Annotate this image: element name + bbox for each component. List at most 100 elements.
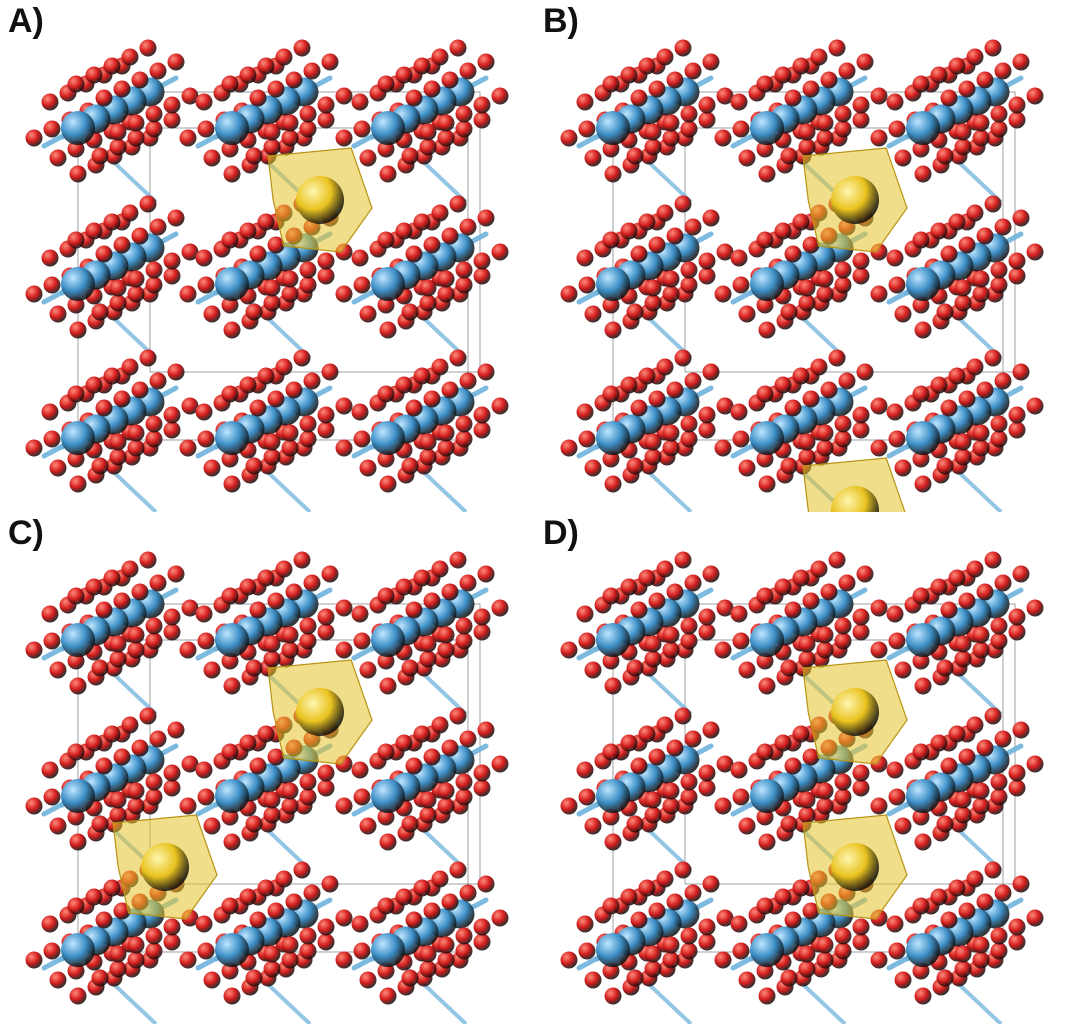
- oxygen-atom: [359, 971, 377, 989]
- oxygen-atom: [401, 303, 419, 321]
- oxygen-atom: [648, 236, 666, 254]
- oxygen-atom: [886, 605, 904, 623]
- oxygen-atom: [602, 75, 620, 93]
- oxygen-atom: [239, 222, 257, 240]
- oxygen-atom: [179, 285, 197, 303]
- oxygen-atom: [437, 797, 455, 815]
- oxygen-atom: [834, 927, 852, 945]
- oxygen-atom: [299, 415, 317, 433]
- oxygen-atom: [714, 951, 732, 969]
- oxygen-atom: [834, 773, 852, 791]
- oxygen-atom: [820, 381, 838, 399]
- oxygen-atom: [419, 960, 437, 978]
- oxygen-atom: [127, 114, 145, 132]
- oxygen-atom: [317, 779, 335, 797]
- oxygen-atom: [249, 89, 267, 107]
- oxygen-atom: [223, 987, 241, 1005]
- oxygen-atom: [179, 129, 197, 147]
- oxygen-atom: [335, 797, 353, 815]
- oxygen-atom: [784, 757, 802, 775]
- oxygen-atom: [638, 725, 656, 743]
- oxygen-atom: [91, 457, 109, 475]
- oxygen-atom: [195, 93, 213, 111]
- metal-atom: [61, 267, 95, 301]
- oxygen-atom: [578, 276, 596, 294]
- oxygen-atom: [954, 138, 972, 156]
- oxygen-atom: [758, 677, 776, 695]
- oxygen-atom: [419, 123, 437, 141]
- oxygen-atom: [680, 788, 698, 806]
- oxygen-atom: [644, 945, 662, 963]
- oxygen-atom: [49, 149, 67, 167]
- oxygen-atom: [145, 120, 163, 138]
- oxygen-atom: [620, 376, 638, 394]
- oxygen-atom: [810, 48, 828, 66]
- oxygen-atom: [994, 372, 1012, 390]
- oxygen-atom: [379, 321, 397, 339]
- oxygen-atom: [127, 285, 145, 303]
- metal-atom: [61, 933, 95, 967]
- oxygen-atom: [163, 608, 181, 626]
- oxygen-atom: [203, 459, 221, 477]
- oxygen-atom: [113, 902, 131, 920]
- oxygen-atom: [990, 927, 1008, 945]
- oxygen-atom: [990, 632, 1008, 650]
- oxygen-atom: [994, 730, 1012, 748]
- oxygen-atom: [828, 39, 846, 57]
- oxygen-atom: [662, 626, 680, 644]
- oxygen-atom: [179, 439, 197, 457]
- oxygen-atom: [894, 817, 912, 835]
- oxygen-atom: [638, 57, 656, 75]
- oxygen-atom: [1008, 608, 1026, 626]
- oxygen-atom: [317, 421, 335, 439]
- oxygen-atom: [131, 583, 149, 601]
- oxygen-atom: [285, 381, 303, 399]
- oxygen-atom: [930, 888, 948, 906]
- oxygen-atom: [958, 902, 976, 920]
- oxygen-atom: [423, 236, 441, 254]
- oxygen-atom: [648, 80, 666, 98]
- oxygen-atom: [716, 755, 734, 773]
- oxygen-atom: [149, 574, 167, 592]
- oxygen-atom: [67, 75, 85, 93]
- oxygen-atom: [662, 129, 680, 147]
- oxygen-atom: [275, 870, 293, 888]
- oxygen-atom: [491, 243, 509, 261]
- oxygen-atom: [69, 677, 87, 695]
- oxygen-atom: [473, 406, 491, 424]
- oxygen-atom: [455, 617, 473, 635]
- oxygen-atom: [441, 381, 459, 399]
- oxygen-atom: [680, 105, 698, 123]
- oxygen-atom: [626, 659, 644, 677]
- oxygen-atom: [477, 209, 495, 227]
- oxygen-atom: [856, 565, 874, 583]
- oxygen-atom: [49, 661, 67, 679]
- oxygen-atom: [109, 960, 127, 978]
- oxygen-atom: [886, 93, 904, 111]
- oxygen-atom: [275, 358, 293, 376]
- oxygen-atom: [584, 459, 602, 477]
- oxygen-atom: [644, 448, 662, 466]
- oxygen-atom: [249, 601, 267, 619]
- oxygen-atom: [816, 951, 834, 969]
- metal-atom: [371, 267, 405, 301]
- oxygen-atom: [990, 942, 1008, 960]
- metal-atom: [371, 933, 405, 967]
- oxygen-atom: [423, 748, 441, 766]
- oxygen-atom: [630, 89, 648, 107]
- oxygen-atom: [656, 560, 674, 578]
- oxygen-atom: [353, 276, 371, 294]
- oxygen-atom: [638, 569, 656, 587]
- oxygen-atom: [656, 358, 674, 376]
- oxygen-atom: [774, 222, 792, 240]
- oxygen-atom: [113, 748, 131, 766]
- oxygen-atom: [49, 817, 67, 835]
- oxygen-atom: [852, 779, 870, 797]
- dopant-sites: [802, 147, 908, 512]
- oxygen-atom: [245, 457, 263, 475]
- oxygen-atom: [239, 734, 257, 752]
- oxygen-atom: [109, 138, 127, 156]
- oxygen-atom: [127, 797, 145, 815]
- oxygen-atom: [285, 583, 303, 601]
- oxygen-atom: [431, 870, 449, 888]
